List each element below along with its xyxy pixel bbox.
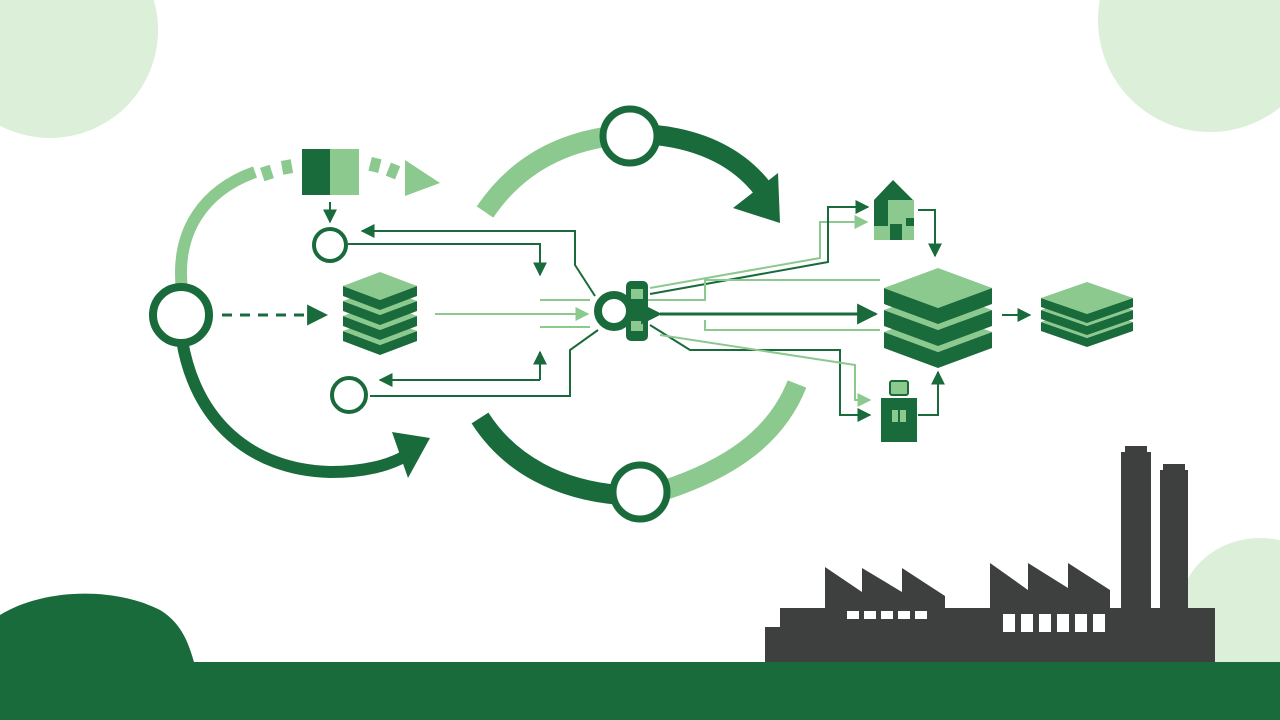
factory-windows — [847, 611, 1105, 632]
ground-strip — [0, 662, 1280, 720]
hub-slot-bottom — [631, 321, 643, 331]
coupling-hub — [594, 281, 648, 341]
stack-right-large — [884, 268, 992, 368]
stack-layer-side — [343, 286, 417, 310]
stack-layer-side — [884, 332, 992, 368]
split-block-group — [302, 149, 440, 224]
left-loop-dash-1 — [260, 164, 274, 182]
factory-left-wing — [765, 627, 785, 662]
factory-window — [1093, 614, 1105, 632]
stack-left — [343, 272, 417, 355]
central-loop-upper-right-arc — [653, 125, 770, 195]
hub-slot-top — [631, 289, 643, 299]
left-loop-upper-arc — [175, 166, 258, 291]
stack-layer-side — [343, 316, 417, 340]
central-loop — [471, 105, 807, 523]
connector-to-stack-light — [648, 279, 880, 301]
left-loop-lower-arc — [176, 339, 409, 479]
central-top-node — [599, 105, 661, 167]
blob-top-right — [1098, 0, 1280, 132]
split-block-light — [330, 149, 359, 195]
building-roof — [874, 180, 913, 200]
stack-layer-side — [1041, 322, 1133, 347]
factory-window — [1057, 614, 1069, 632]
node-top-small — [312, 227, 348, 263]
connectors-right — [641, 200, 1032, 422]
node-bottom-small — [330, 376, 368, 414]
factory-window — [881, 611, 893, 619]
building-window — [906, 218, 914, 226]
factory-chimney-left-cap — [1125, 446, 1147, 456]
left-source-node — [149, 283, 213, 347]
stack-layer-top — [884, 268, 992, 308]
padlock-icon — [881, 380, 917, 442]
stack-layer-side — [1041, 310, 1133, 335]
connector-lock-to-stack — [918, 370, 945, 416]
stack-layer-side — [343, 331, 417, 355]
left-loop-dash-2 — [280, 159, 294, 175]
connector-to-lock-dark — [649, 324, 872, 422]
connector-top-down — [348, 243, 547, 277]
central-bottom-node — [609, 461, 671, 523]
dash-arrowhead — [405, 160, 440, 196]
hub-ring — [594, 291, 634, 331]
dash-b — [385, 162, 401, 180]
factory-main-body — [780, 608, 1215, 662]
hill-bottom-left — [0, 593, 195, 665]
central-loop-upper-left-arc — [476, 125, 622, 218]
factory-step-right — [990, 600, 1110, 615]
factory-window — [1075, 614, 1087, 632]
stack-layer-side — [884, 288, 992, 324]
building-icon — [874, 180, 914, 240]
building-door — [890, 224, 902, 240]
connector-to-lock-light — [704, 320, 880, 331]
connector-to-building-light — [649, 215, 869, 289]
connector-top-return — [360, 224, 596, 297]
stack-layer-top — [343, 272, 417, 300]
connector-building-to-stack — [918, 209, 942, 258]
stack-layer-side — [1041, 298, 1133, 323]
central-loop-lower-right-arc — [661, 380, 807, 500]
connector-bottom-out — [370, 329, 599, 397]
central-loop-lower-left-arc — [471, 412, 621, 505]
factory-window — [898, 611, 910, 619]
stack-right-small — [1041, 282, 1133, 347]
stack-layer-top — [1041, 282, 1133, 314]
building-left-wall — [874, 200, 888, 226]
lock-shackle — [889, 380, 909, 396]
central-loop-top-arrowhead — [733, 173, 780, 223]
factory-window — [1003, 614, 1015, 632]
factory-window — [1039, 614, 1051, 632]
connector-to-building-dark — [649, 200, 870, 295]
left-loop-arrowhead — [392, 432, 430, 478]
factory-window — [1021, 614, 1033, 632]
dash-a — [368, 156, 382, 174]
connector-to-lock-light-2 — [659, 334, 872, 407]
blob-top-left — [0, 0, 158, 138]
factory-silhouette — [765, 446, 1215, 662]
left-loop — [149, 159, 430, 479]
split-block-dark — [302, 149, 330, 195]
connectors-left — [348, 224, 599, 397]
factory-sawtooth-right — [990, 563, 1110, 612]
factory-window — [864, 611, 876, 619]
factory-chimney-right-cap — [1163, 464, 1185, 474]
factory-window — [915, 611, 927, 619]
factory-window — [847, 611, 859, 619]
stack-layer-side — [343, 301, 417, 325]
stack-layer-side — [884, 310, 992, 346]
